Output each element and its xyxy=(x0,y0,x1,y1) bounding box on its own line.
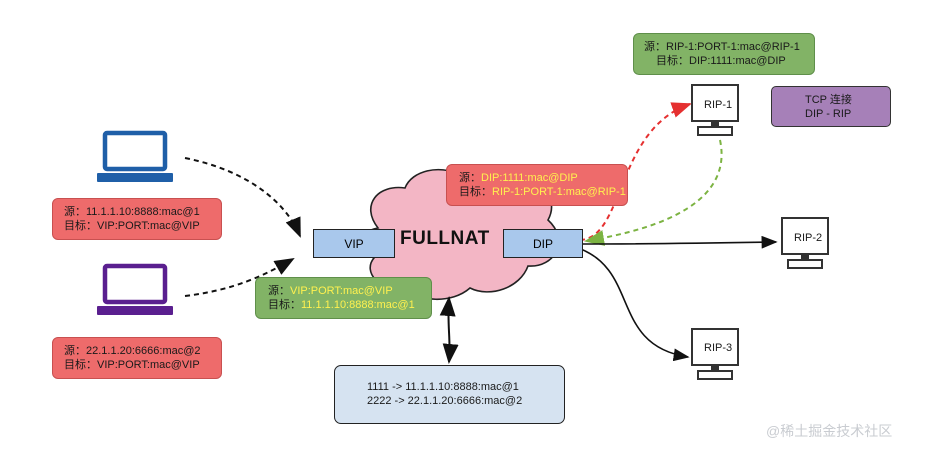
return-src-label: 源： xyxy=(268,285,290,297)
tcp-line1: TCP 连接 xyxy=(805,94,852,106)
forward-src: 源：DIP:1111:mac@DIP xyxy=(459,171,578,185)
rip1-packet-box: 源：RIP-1:PORT-1:mac@RIP-1 目标：DIP:1111:mac… xyxy=(633,33,815,75)
rip1-src: 源：RIP-1:PORT-1:mac@RIP-1 xyxy=(644,41,800,53)
server-icon xyxy=(691,328,739,380)
server-icon xyxy=(691,84,739,136)
cloud-to-session-arrow xyxy=(439,296,459,364)
forward-src-value: DIP:1111:mac@DIP xyxy=(481,172,578,184)
rip1-to-dip-arrow xyxy=(584,139,723,246)
server-icon xyxy=(781,217,829,269)
rip3-label: RIP-3 xyxy=(704,342,733,354)
client2-src: 源：22.1.1.20:6666:mac@2 xyxy=(64,345,201,357)
client2-dst: 目标：VIP:PORT:mac@VIP xyxy=(64,359,200,371)
return-dst-value: 11.1.1.10:8888:mac@1 xyxy=(301,299,415,311)
return-dst: 目标：11.1.1.10:8888:mac@1 xyxy=(268,298,415,312)
watermark: @稀土掘金技术社区 xyxy=(766,423,893,439)
tcp-line2: DIP - RIP xyxy=(805,108,852,120)
rip1-dst: 目标：DIP:1111:mac@DIP xyxy=(656,55,786,67)
return-src: 源：VIP:PORT:mac@VIP xyxy=(268,284,393,298)
dip-port-label: DIP xyxy=(532,236,553,251)
computer-icon xyxy=(97,130,173,182)
session-row-1: 1111 -> 11.1.1.10:8888:mac@1 xyxy=(367,381,519,393)
dip-port: DIP xyxy=(503,229,583,258)
vip-port-label: VIP xyxy=(344,236,364,251)
return-src-value: VIP:PORT:mac@VIP xyxy=(290,285,393,297)
forward-packet-box: 源：DIP:1111:mac@DIP 目标：RIP-1:PORT-1:mac@R… xyxy=(446,164,628,206)
client1-packet-box: 源：11.1.1.10:8888:mac@1 目标：VIP:PORT:mac@V… xyxy=(52,198,222,240)
client1-src: 源：11.1.1.10:8888:mac@1 xyxy=(64,206,200,218)
forward-dst: 目标：RIP-1:PORT-1:mac@RIP-1 xyxy=(459,185,626,199)
session-row-2: 2222 -> 22.1.1.20:6666:mac@2 xyxy=(367,395,523,407)
return-dst-label: 目标： xyxy=(268,299,301,311)
computer-icon xyxy=(97,263,173,315)
forward-dst-label: 目标： xyxy=(459,186,492,198)
client2-packet-box: 源：22.1.1.20:6666:mac@2 目标：VIP:PORT:mac@V… xyxy=(52,337,222,379)
session-table-box: 1111 -> 11.1.1.10:8888:mac@1 2222 -> 22.… xyxy=(334,365,565,424)
client2-to-vip-arrow xyxy=(184,258,295,297)
vip-port: VIP xyxy=(313,229,395,258)
client1-dst: 目标：VIP:PORT:mac@VIP xyxy=(64,220,200,232)
fullnat-label: FULLNAT xyxy=(400,228,490,249)
dip-to-rip1-arrow xyxy=(579,102,692,241)
forward-dst-value: RIP-1:PORT-1:mac@RIP-1 xyxy=(492,186,626,198)
dip-to-rip3-arrow xyxy=(577,247,690,362)
return-packet-box: 源：VIP:PORT:mac@VIP 目标：11.1.1.10:8888:mac… xyxy=(255,277,432,319)
forward-src-label: 源： xyxy=(459,172,481,184)
rip1-label: RIP-1 xyxy=(704,99,733,111)
dip-to-rip2-arrow xyxy=(579,235,778,249)
tcp-connection-box: TCP 连接 DIP - RIP xyxy=(771,86,891,127)
rip2-label: RIP-2 xyxy=(794,232,823,244)
client1-to-vip-arrow xyxy=(184,157,301,238)
